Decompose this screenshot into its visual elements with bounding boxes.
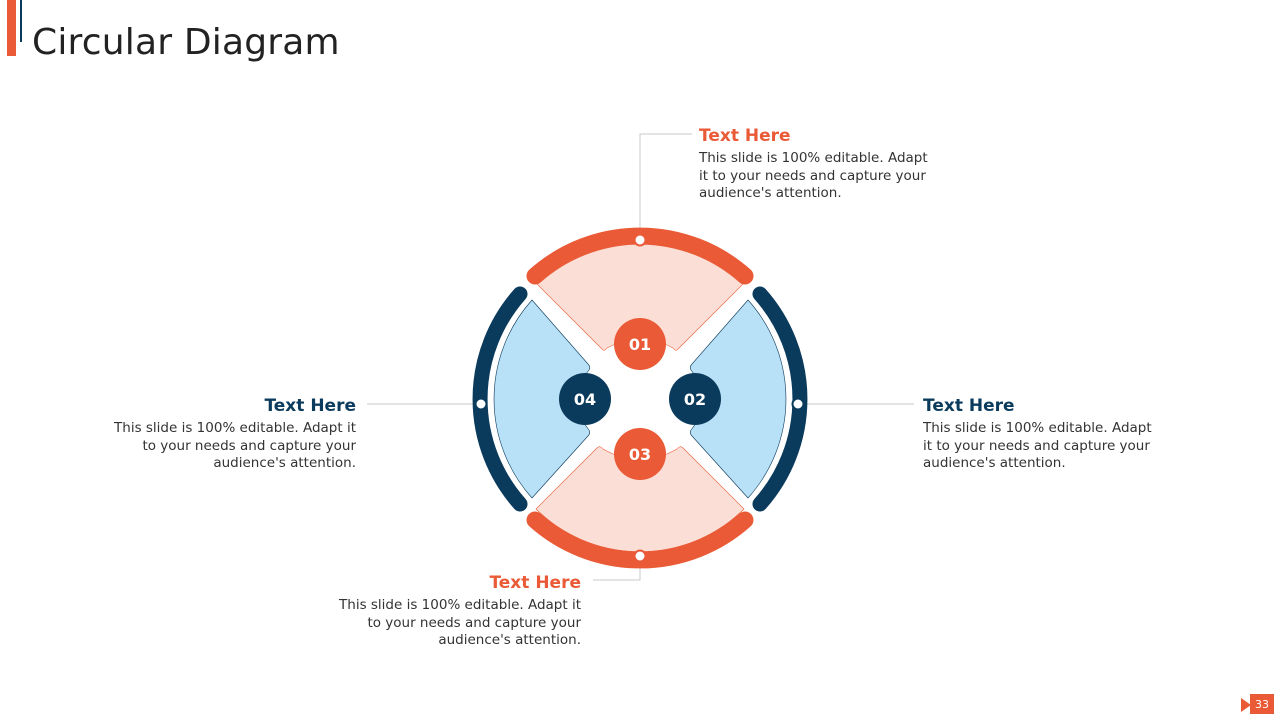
callout-03-heading: Text Here [489,573,581,593]
callout-01-heading: Text Here [699,126,791,146]
connector-dot-01 [633,233,647,247]
callout-04: Text Here This slide is 100% editable. A… [106,396,356,473]
connector-dot-02 [791,397,805,411]
callout-02-body: This slide is 100% editable. Adapt it to… [923,420,1152,471]
connector-dot-04 [474,397,488,411]
callout-04-body: This slide is 100% editable. Adapt it to… [114,420,356,471]
page-number: 33 [1250,694,1274,714]
connector-dot-03 [633,549,647,563]
number-label-01: 01 [629,335,651,354]
segment-02-fill [689,299,787,499]
callout-04-heading: Text Here [264,396,356,416]
page-arrow-icon [1241,698,1251,712]
number-badge-02 [669,373,721,425]
connector-lines [367,133,914,581]
number-badge-04 [559,373,611,425]
number-label-04: 04 [574,390,596,409]
number-badge-03 [614,428,666,480]
callout-03-body: This slide is 100% editable. Adapt it to… [339,597,581,648]
page-title: Circular Diagram [32,22,340,63]
number-label-03: 03 [629,445,651,464]
title-accent-bar [7,0,16,56]
segment-04-fill [493,299,591,499]
number-badge-01 [614,318,666,370]
callout-01: Text Here This slide is 100% editable. A… [699,126,929,203]
callout-03: Text Here This slide is 100% editable. A… [331,573,581,650]
number-label-02: 02 [684,390,706,409]
callout-02-heading: Text Here [923,396,1015,416]
connector-line-01 [639,133,692,240]
title-accent-line [20,0,22,42]
callout-02: Text Here This slide is 100% editable. A… [923,396,1153,473]
callout-01-body: This slide is 100% editable. Adapt it to… [699,150,928,201]
